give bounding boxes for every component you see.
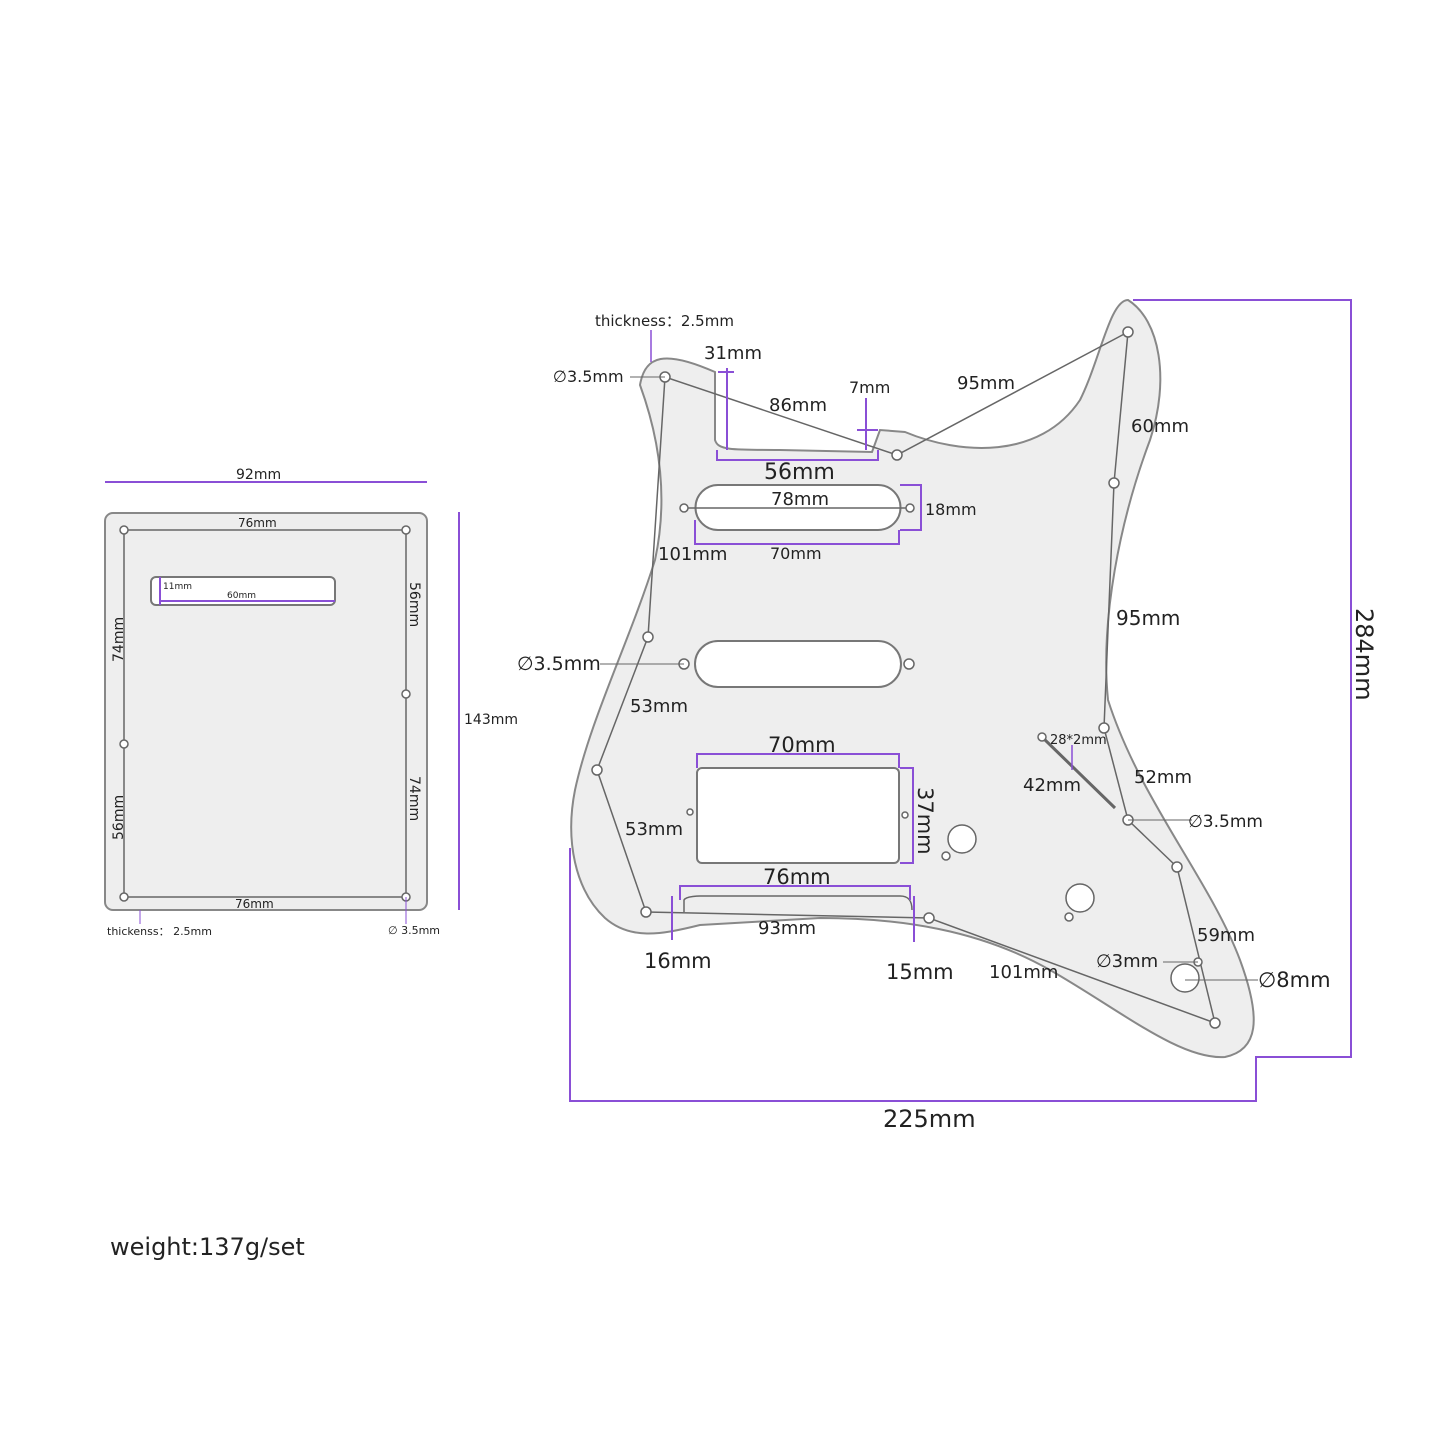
dimension-marks — [569, 299, 1352, 1102]
screw-hole — [1122, 326, 1134, 338]
pickguard-body — [570, 298, 1255, 1059]
pickup-span-bracket — [694, 520, 900, 545]
plate-thickness-label: thickenss： 2.5mm — [107, 925, 212, 938]
screw-hole — [401, 525, 411, 535]
small-hole — [941, 851, 951, 861]
bottom-span-label: 93mm — [758, 918, 816, 939]
screw-hole — [119, 892, 129, 902]
screw-hole — [1171, 861, 1183, 873]
middle-pickup-cutout — [694, 640, 902, 688]
plate-hole-label: ∅ 3.5mm — [388, 924, 440, 937]
bridge-cutout-edge — [683, 895, 913, 912]
left-upper-label: 74mm — [111, 617, 127, 662]
screw-holes — [591, 326, 1221, 1029]
neck-pickup-length-label: 78mm — [771, 489, 829, 510]
bridge-cut-label: 76mm — [763, 865, 831, 889]
screw-line-rect — [123, 529, 407, 898]
screw-hole — [119, 525, 129, 535]
screw-hole — [901, 811, 909, 819]
right-mid-label: 95mm — [1116, 606, 1180, 630]
hum-height-bracket — [900, 767, 914, 864]
left-screw-line — [596, 376, 666, 913]
screw-hole — [1209, 1017, 1221, 1029]
screw-hole — [686, 808, 694, 816]
hum-height-label: 37mm — [913, 787, 937, 855]
pocket-width-bracket — [716, 450, 879, 461]
hum-width-bracket — [696, 753, 900, 768]
screw-hole — [891, 449, 903, 461]
switch-slot-label: 28*2mm — [1050, 733, 1107, 748]
left-lower-label: 56mm — [111, 795, 127, 840]
overall-width-label: 225mm — [883, 1105, 976, 1133]
screw-hole — [905, 503, 915, 513]
switch-slot — [1040, 735, 1117, 810]
screw-hole — [401, 689, 411, 699]
hole-mid-left-label: ∅3.5mm — [517, 653, 601, 675]
small-hole — [1064, 912, 1074, 922]
right-lower-label: 74mm — [406, 776, 422, 821]
back-plate-body — [104, 512, 428, 911]
pocket-width-label: 56mm — [764, 460, 835, 485]
slot-length-label: 60mm — [227, 591, 256, 601]
bridge-right-label: 15mm — [886, 960, 954, 984]
screw-hole — [1108, 477, 1120, 489]
back-plate: 92mm 11mm 60mm 76mm 76mm 74mm 56mm 56mm … — [104, 467, 518, 938]
switch-diag-label: 42mm — [1023, 775, 1081, 796]
pickguard: thickness：2.5mm ∅3.5mm 31mm 86mm 7mm 95m… — [517, 298, 1378, 1133]
top-span-label: 76mm — [238, 516, 277, 530]
big-hole-label: ∅8mm — [1258, 968, 1331, 992]
pickup-width-bracket — [900, 484, 922, 531]
screw-hole — [679, 503, 689, 513]
screw-hole — [591, 764, 603, 776]
bridge-left-label: 16mm — [644, 949, 712, 973]
hole-top-left-label: ∅3.5mm — [553, 367, 624, 386]
hum-width-label: 70mm — [768, 733, 836, 757]
screw-hole — [1098, 722, 1110, 734]
pot-hole — [947, 824, 977, 854]
screw-hole — [119, 739, 129, 749]
left-lower-label: 53mm — [625, 819, 683, 840]
screw-hole — [903, 658, 915, 670]
screw-hole — [1037, 732, 1047, 742]
slot-height-label: 11mm — [163, 582, 192, 592]
pot-hole — [1065, 883, 1095, 913]
screw-hole — [640, 906, 652, 918]
neck-diag-label: 101mm — [658, 544, 727, 565]
bottom-span-label: 76mm — [235, 897, 274, 911]
weight-label: weight:137g/set — [110, 1233, 305, 1261]
overall-dimension-line — [569, 299, 1352, 1102]
humbucker-cutout — [696, 767, 900, 864]
neck-pickup-span-label: 70mm — [770, 544, 822, 563]
thickness-label: thickness：2.5mm — [595, 312, 734, 330]
right-upper-label: 56mm — [406, 582, 422, 627]
screw-hole — [923, 912, 935, 924]
neck-depth-label: 31mm — [704, 343, 762, 364]
plate-width-label: 92mm — [236, 467, 281, 483]
neck-pickup-width-label: 18mm — [925, 500, 977, 519]
jack-line-label: 59mm — [1197, 925, 1255, 946]
right-lower-label: 52mm — [1134, 767, 1192, 788]
jack-hole — [1170, 963, 1200, 993]
spring-slot — [150, 576, 336, 606]
bridge-cut-bracket — [679, 885, 911, 900]
left-mid-label: 53mm — [630, 696, 688, 717]
overall-height-label: 284mm — [1350, 608, 1378, 701]
notch-label: 7mm — [849, 378, 890, 397]
screw-hole — [642, 631, 654, 643]
plate-height-label: 143mm — [464, 712, 518, 728]
horn-line-label: 95mm — [957, 373, 1015, 394]
right-upper-label: 60mm — [1131, 416, 1189, 437]
small-hole-label: ∅3mm — [1096, 951, 1158, 972]
diag-top-label: 86mm — [769, 395, 827, 416]
bottom-diag-label: 101mm — [989, 962, 1058, 983]
hole-right-label: ∅3.5mm — [1188, 812, 1263, 832]
right-screw-line — [1103, 331, 1216, 1024]
